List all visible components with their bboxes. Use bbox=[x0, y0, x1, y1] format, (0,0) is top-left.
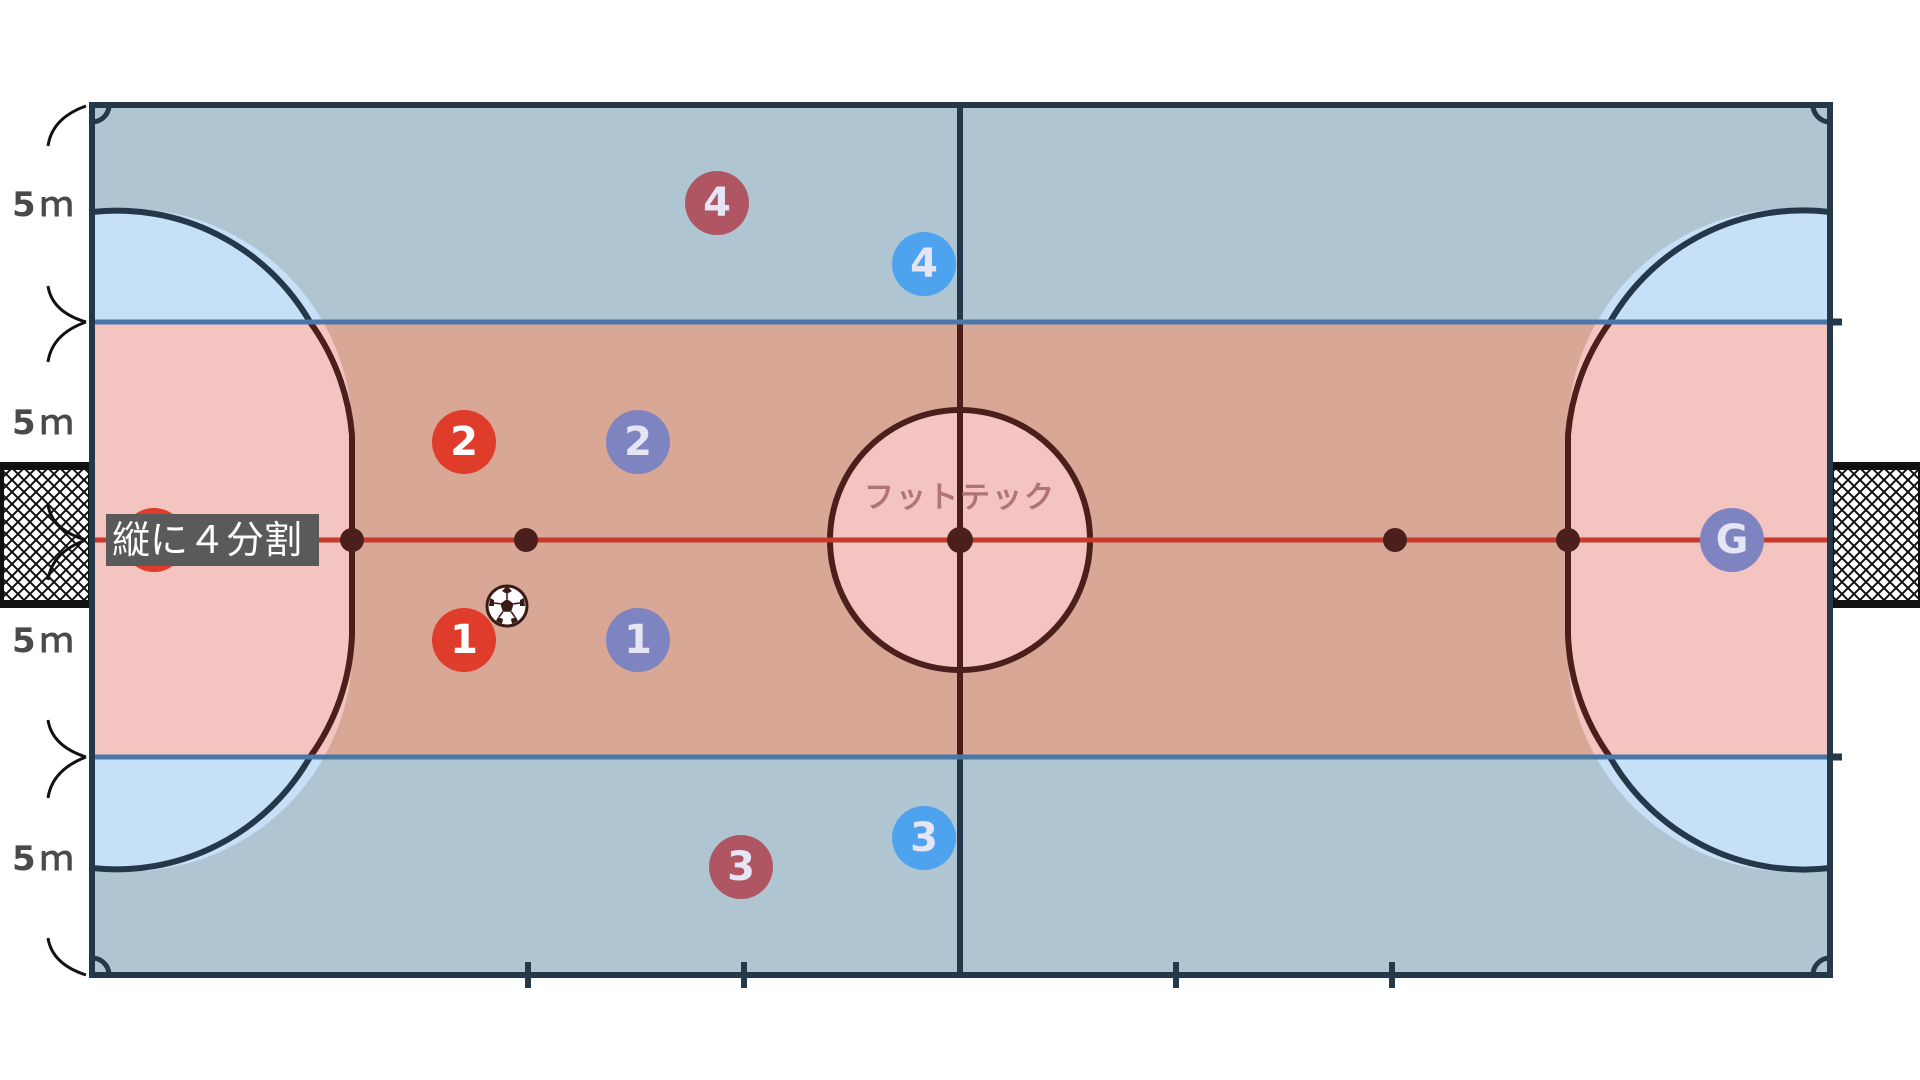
dimension-label-2: 5ｍ bbox=[12, 403, 78, 443]
right-goal-net bbox=[1826, 462, 1920, 608]
dimension-label-4: 5ｍ bbox=[12, 839, 78, 879]
center-line-marks bbox=[340, 527, 1580, 553]
player-purple-2[interactable]: 2 bbox=[606, 410, 670, 474]
player-number: 4 bbox=[703, 180, 731, 226]
penalty-arcs bbox=[92, 207, 1830, 873]
player-red-2[interactable]: 2 bbox=[432, 410, 496, 474]
caption-overlay: 縦に４分割 bbox=[106, 514, 319, 566]
player-maroon-4[interactable]: 4 bbox=[685, 171, 749, 235]
dimension-brackets bbox=[46, 104, 87, 977]
player-red-1[interactable]: 1 bbox=[432, 608, 496, 672]
court-boundary bbox=[89, 102, 1833, 978]
player-number: 1 bbox=[450, 617, 478, 663]
player-number: 2 bbox=[624, 419, 652, 465]
player-purple-goalkeeper[interactable]: G bbox=[1700, 508, 1764, 572]
left-goal-net bbox=[0, 462, 96, 608]
player-number: G bbox=[1716, 517, 1749, 563]
soccer-ball-icon[interactable] bbox=[485, 584, 529, 628]
caption-background bbox=[106, 514, 319, 566]
player-maroon-3[interactable]: 3 bbox=[709, 835, 773, 899]
player-number: 1 bbox=[624, 617, 652, 663]
dimension-label-3: 5ｍ bbox=[12, 621, 78, 661]
player-number: 2 bbox=[450, 419, 478, 465]
player-blue-3[interactable]: 3 bbox=[892, 806, 956, 870]
player-number: 4 bbox=[910, 241, 938, 287]
player-purple-1[interactable]: 1 bbox=[606, 608, 670, 672]
dimension-label-1: 5ｍ bbox=[12, 185, 78, 225]
watermark-text: フットテック bbox=[864, 481, 1056, 516]
player-number: 3 bbox=[910, 815, 938, 861]
bottom-tick-marks bbox=[525, 962, 1395, 988]
player-number: 3 bbox=[727, 844, 755, 890]
player-blue-4[interactable]: 4 bbox=[892, 232, 956, 296]
caption-text: 縦に４分割 bbox=[112, 518, 302, 562]
